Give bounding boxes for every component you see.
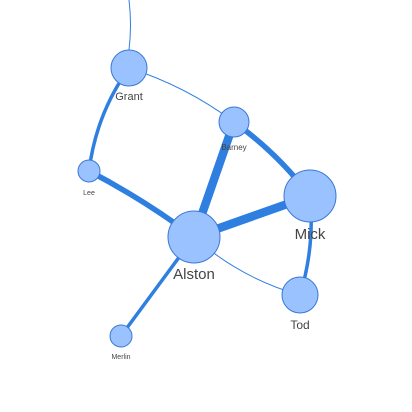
node-tod[interactable] <box>281 276 319 314</box>
node-alston[interactable] <box>167 210 221 264</box>
node-label-grant: Grant <box>115 91 143 103</box>
node-label-alston: Alston <box>173 266 215 283</box>
node-label-merlin: Merlin <box>111 354 130 361</box>
edge-layer <box>87 0 313 338</box>
edge-grant-offscreen <box>128 0 131 51</box>
node-label-mick: Mick <box>295 226 326 243</box>
node-layer <box>77 49 337 348</box>
node-lee[interactable] <box>77 159 101 183</box>
node-label-lee: Lee <box>83 190 95 197</box>
node-label-barney: Barney <box>221 143 246 152</box>
node-barney[interactable] <box>218 106 250 138</box>
node-grant[interactable] <box>110 49 148 87</box>
node-label-tod: Tod <box>290 318 309 332</box>
node-merlin[interactable] <box>109 324 133 348</box>
node-mick[interactable] <box>283 169 337 223</box>
